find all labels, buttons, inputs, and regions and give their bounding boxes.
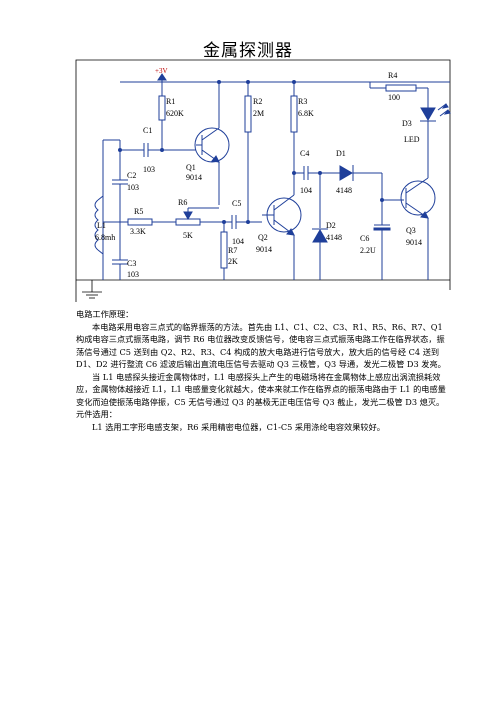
r4-label: R4 xyxy=(388,71,397,80)
r3-resistor xyxy=(290,95,298,133)
d2-label: D2 xyxy=(326,221,336,230)
d1-diode xyxy=(339,165,353,181)
c6-plate-bottom xyxy=(373,227,391,231)
q2-value: 9014 xyxy=(256,245,272,254)
d2-diode xyxy=(312,229,328,243)
r6-value: 5K xyxy=(183,231,193,240)
d3-label: D3 xyxy=(402,119,412,128)
junction-dot xyxy=(318,171,322,175)
r6-wiper-arrow xyxy=(183,211,193,221)
junction-dot xyxy=(217,80,221,84)
r2-label: R2 xyxy=(253,97,262,106)
r5-value: 3.3K xyxy=(130,227,146,236)
r7-resistor xyxy=(220,231,228,269)
r6-label: R6 xyxy=(178,198,187,207)
d3-value: LED xyxy=(404,135,420,144)
junction-dot xyxy=(292,171,296,175)
c3-label: C3 xyxy=(127,259,136,268)
d2-value: 4148 xyxy=(326,233,342,242)
r4-resistor xyxy=(385,84,417,92)
r1-resistor xyxy=(158,95,166,121)
r2-value: 2M xyxy=(253,109,264,118)
q1-value: 9014 xyxy=(186,173,202,182)
l1-label: L1 xyxy=(97,221,106,230)
parts-heading: 元件选用： xyxy=(76,409,117,419)
description-text: 电路工作原理： 本电路采用电容三点式的临界振荡的方法。首先由 L1、C1、C2、… xyxy=(76,308,452,433)
c1-value: 103 xyxy=(143,165,155,174)
junction-dot xyxy=(246,80,250,84)
c5-value: 104 xyxy=(232,237,244,246)
q1-transistor xyxy=(194,127,230,163)
c4-value: 104 xyxy=(300,186,312,195)
c2-label: C2 xyxy=(127,171,136,180)
d1-label: D1 xyxy=(336,149,346,158)
c1-label: C1 xyxy=(143,126,152,135)
vcc-label: +3V xyxy=(155,67,168,75)
q3-transistor xyxy=(400,180,436,216)
r7-value: 2K xyxy=(228,257,238,266)
r3-value: 6.8K xyxy=(298,109,314,118)
c3-value: 103 xyxy=(127,270,139,279)
c2-value: 103 xyxy=(127,183,139,192)
page-title: 金属探测器 xyxy=(203,41,293,61)
junction-dot xyxy=(160,148,164,152)
q2-label: Q2 xyxy=(258,233,268,242)
c6-label: C6 xyxy=(360,234,369,243)
r7-label: R7 xyxy=(228,246,237,255)
junction-dot xyxy=(246,220,250,224)
coil-l1 xyxy=(94,199,99,251)
r4-value: 100 xyxy=(388,93,400,102)
junction-dot xyxy=(118,148,122,152)
c5-label: C5 xyxy=(232,199,241,208)
l1-value: 6.8mh xyxy=(95,233,115,242)
r5-resistor xyxy=(127,218,153,226)
c4-label: C4 xyxy=(300,149,309,158)
r3-label: R3 xyxy=(298,97,307,106)
schematic-frame xyxy=(75,59,451,302)
r5-label: R5 xyxy=(134,207,143,216)
junction-dot xyxy=(222,220,226,224)
junction-dot xyxy=(292,80,296,84)
d1-value: 4148 xyxy=(336,186,352,195)
d3-led xyxy=(420,107,436,121)
c6-value: 2.2U xyxy=(360,246,376,255)
q1-label: Q1 xyxy=(186,163,196,172)
paragraph-parts: L1 选用工字形电感支架，R6 采用精密电位器，C1-C5 采用涤纶电容效果较好… xyxy=(92,421,385,432)
r1-value: 620K xyxy=(166,109,184,118)
principle-heading: 电路工作原理： xyxy=(76,309,134,319)
r1-label: R1 xyxy=(166,97,175,106)
r2-resistor xyxy=(244,95,252,133)
paragraph-principle: 本电路采用电容三点式的临界振荡的方法。首先由 L1、C1、C2、C3、R1、R5… xyxy=(76,321,446,370)
q3-value: 9014 xyxy=(406,238,422,247)
junction-dot xyxy=(380,198,384,202)
paragraph-metal-detection: 当 L1 电感探头接近金属物体时，L1 电感探头上产生的电磁场将在金属物体上感应… xyxy=(76,371,446,407)
q3-label: Q3 xyxy=(406,226,416,235)
